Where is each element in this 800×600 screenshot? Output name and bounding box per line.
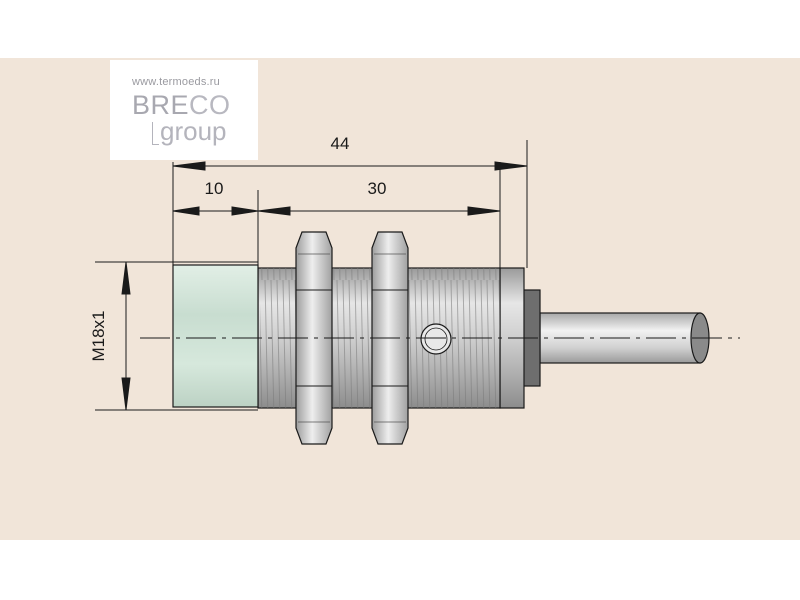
dimension-lines: [121, 161, 528, 411]
arrow-thread-left: [257, 206, 291, 216]
arrow-diameter-bottom: [121, 377, 131, 411]
arrow-total-left: [172, 161, 206, 171]
watermark-logo: www.termoeds.ru BRECO group: [110, 60, 258, 160]
watermark-url: www.termoeds.ru: [132, 76, 220, 88]
dim-label-thread: 30: [368, 179, 387, 198]
extension-lines: [95, 140, 528, 411]
arrow-head-left: [172, 206, 200, 216]
watermark-brand: BRECO: [132, 90, 231, 120]
dim-label-head: 10: [205, 179, 224, 198]
sensing-face: [172, 264, 259, 408]
arrow-total-right: [494, 161, 528, 171]
arrow-diameter-top: [121, 261, 131, 295]
arrow-head-right: [231, 206, 259, 216]
dim-label-total: 44: [331, 134, 350, 153]
dim-label-thread-spec: M18x1: [89, 310, 108, 361]
watermark-brand-sub: group: [160, 116, 227, 146]
led-indicator: [420, 323, 452, 355]
watermark-bracket: [152, 122, 159, 145]
arrow-thread-right: [467, 206, 501, 216]
